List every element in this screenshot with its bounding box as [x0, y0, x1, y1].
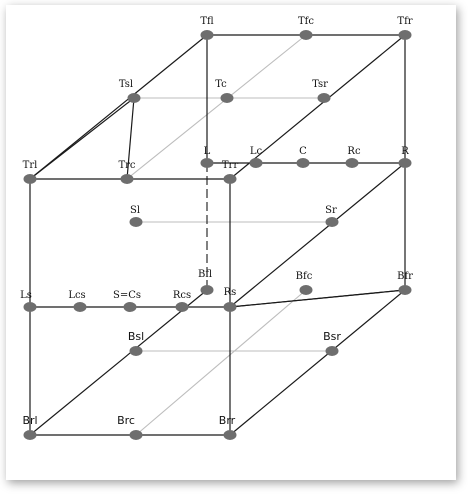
speaker-node-r — [398, 158, 412, 168]
speaker-label-trl: Trl — [23, 160, 38, 171]
speaker-node-c — [296, 158, 310, 168]
speaker-node-brl — [23, 430, 37, 440]
edge-rs-bfr — [229, 289, 406, 308]
speaker-node-lcs — [73, 302, 87, 312]
speaker-node-trl — [23, 174, 37, 184]
speaker-node-trc — [120, 174, 134, 184]
speaker-label-scs: S=Cs — [113, 290, 141, 301]
speaker-node-bfl — [200, 285, 214, 295]
cube-edges — [29, 34, 406, 436]
speaker-node-bfr — [398, 285, 412, 295]
speaker-node-rs — [223, 302, 237, 312]
speaker-label-brl: Brl — [22, 414, 37, 427]
speaker-label-tfc: Tfc — [298, 16, 314, 27]
speaker-label-brr: Brr — [219, 414, 236, 427]
speaker-node-tfc — [299, 30, 313, 40]
speaker-label-bfr: Bfr — [397, 271, 413, 282]
speaker-label-tfl: Tfl — [200, 16, 214, 27]
speaker-label-bsr: Bsr — [323, 330, 341, 343]
speaker-node-brr — [223, 430, 237, 440]
speaker-node-bfc — [299, 285, 313, 295]
speaker-node-ls — [23, 302, 37, 312]
speaker-label-rc: Rc — [347, 146, 361, 157]
speaker-node-tc — [220, 93, 234, 103]
speaker-node-bsr — [325, 346, 339, 356]
speaker-label-tsl: Tsl — [119, 79, 133, 90]
edge-brl-bfl — [29, 289, 208, 436]
speaker-label-ls: Ls — [20, 290, 32, 301]
edge-tfr-trr — [229, 34, 406, 180]
speaker-node-rc — [345, 158, 359, 168]
speaker-label-rs: Rs — [224, 287, 237, 298]
edge-trl-tsl — [29, 97, 135, 180]
speaker-label-rcs: Rcs — [173, 290, 191, 301]
edge-r-rs — [229, 162, 406, 308]
speaker-node-tsr — [317, 93, 331, 103]
speaker-label-sr: Sr — [325, 205, 337, 216]
speaker-node-tfr — [398, 30, 412, 40]
speaker-node-l — [200, 158, 214, 168]
speaker-node-bsl — [129, 346, 143, 356]
speaker-node-brc — [129, 430, 143, 440]
edge-brc-bfc — [135, 289, 307, 436]
speaker-label-tsr: Tsr — [312, 79, 328, 90]
speaker-node-sl — [129, 217, 143, 227]
speaker-label-lc: Lc — [250, 146, 263, 157]
edge-brr-bfr — [229, 289, 406, 436]
edge-trc-tsl — [126, 97, 135, 180]
speaker-label-bfl: Bfl — [198, 269, 212, 280]
guide-lines — [126, 34, 332, 436]
speaker-label-tfr: Tfr — [397, 16, 412, 27]
edge-trc-tfc — [126, 34, 307, 180]
speaker-node-lc — [249, 158, 263, 168]
speaker-node-rcs — [175, 302, 189, 312]
speaker-label-lcs: Lcs — [68, 290, 85, 301]
edge-tfl-trl — [29, 34, 208, 180]
speaker-label-trc: Trc — [118, 160, 135, 171]
speaker-label-brc: Brc — [117, 414, 135, 427]
speaker-label-sl: Sl — [130, 205, 140, 216]
speaker-node-sr — [325, 217, 339, 227]
speaker-label-r: R — [401, 146, 409, 157]
speaker-label-l: L — [204, 146, 211, 157]
speaker-label-bsl: Bsl — [128, 330, 144, 343]
speaker-node-scs — [123, 302, 137, 312]
speaker-nodes — [23, 30, 412, 440]
speaker-label-trr: Trr — [222, 160, 238, 171]
speaker-label-tc: Tc — [215, 79, 227, 90]
speaker-node-tfl — [200, 30, 214, 40]
speaker-node-tsl — [127, 93, 141, 103]
speaker-node-trr — [223, 174, 237, 184]
speaker-label-c: C — [299, 146, 307, 157]
speaker-label-bfc: Bfc — [296, 271, 313, 282]
